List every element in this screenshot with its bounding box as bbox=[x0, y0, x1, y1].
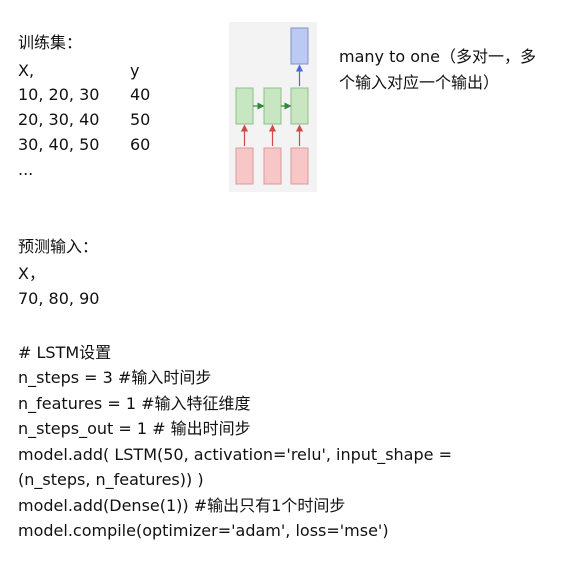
hidden-node bbox=[290, 87, 309, 125]
diagram-caption-line2: 个输入对应一个输出） bbox=[339, 73, 500, 92]
diagram-caption-line1: many to one（多对一，多 bbox=[339, 47, 537, 66]
code-line: model.add(Dense(1)) #输出只有1个时间步 bbox=[18, 496, 346, 515]
training-ellipsis: ... bbox=[18, 160, 34, 179]
training-row-y: 50 bbox=[130, 110, 151, 129]
code-line: # LSTM设置 bbox=[18, 343, 112, 362]
many-to-one-diagram-svg bbox=[235, 27, 309, 185]
training-title: 训练集： bbox=[18, 33, 83, 52]
diagram-caption: many to one（多对一，多 个输入对应一个输出） bbox=[339, 44, 579, 96]
code-line: model.compile(optimizer='adam', loss='ms… bbox=[18, 521, 389, 540]
code-line: (n_steps, n_features)) ) bbox=[18, 470, 204, 489]
code-line: n_features = 1 #输入特征维度 bbox=[18, 394, 251, 413]
training-row: 30, 40, 50 60 bbox=[18, 135, 150, 155]
training-header-y: y bbox=[130, 61, 140, 80]
training-row-x: 30, 40, 50 bbox=[18, 135, 100, 154]
training-row-y: 60 bbox=[130, 135, 151, 154]
training-row-x: 20, 30, 40 bbox=[18, 110, 100, 129]
code-line: n_steps = 3 #输入时间步 bbox=[18, 368, 212, 387]
training-header-x: X, bbox=[18, 61, 35, 80]
training-row-x: 10, 20, 30 bbox=[18, 85, 100, 104]
input-node bbox=[235, 147, 254, 185]
code-line: n_steps_out = 1 # 输出时间步 bbox=[18, 419, 251, 438]
hidden-node bbox=[263, 87, 282, 125]
output-node bbox=[290, 27, 309, 65]
hidden-node bbox=[235, 87, 254, 125]
training-row: 10, 20, 30 40 bbox=[18, 85, 150, 105]
training-row: 20, 30, 40 50 bbox=[18, 110, 150, 130]
input-node bbox=[263, 147, 282, 185]
prediction-title: 预测输入： bbox=[18, 237, 99, 256]
training-row-y: 40 bbox=[130, 85, 151, 104]
code-line: model.add( LSTM(50, activation='relu', i… bbox=[18, 445, 452, 464]
training-header-row: X, y bbox=[18, 61, 139, 81]
prediction-header: X， bbox=[18, 264, 45, 283]
prediction-values: 70, 80, 90 bbox=[18, 289, 100, 308]
input-node bbox=[290, 147, 309, 185]
rnn-diagram bbox=[229, 22, 317, 192]
